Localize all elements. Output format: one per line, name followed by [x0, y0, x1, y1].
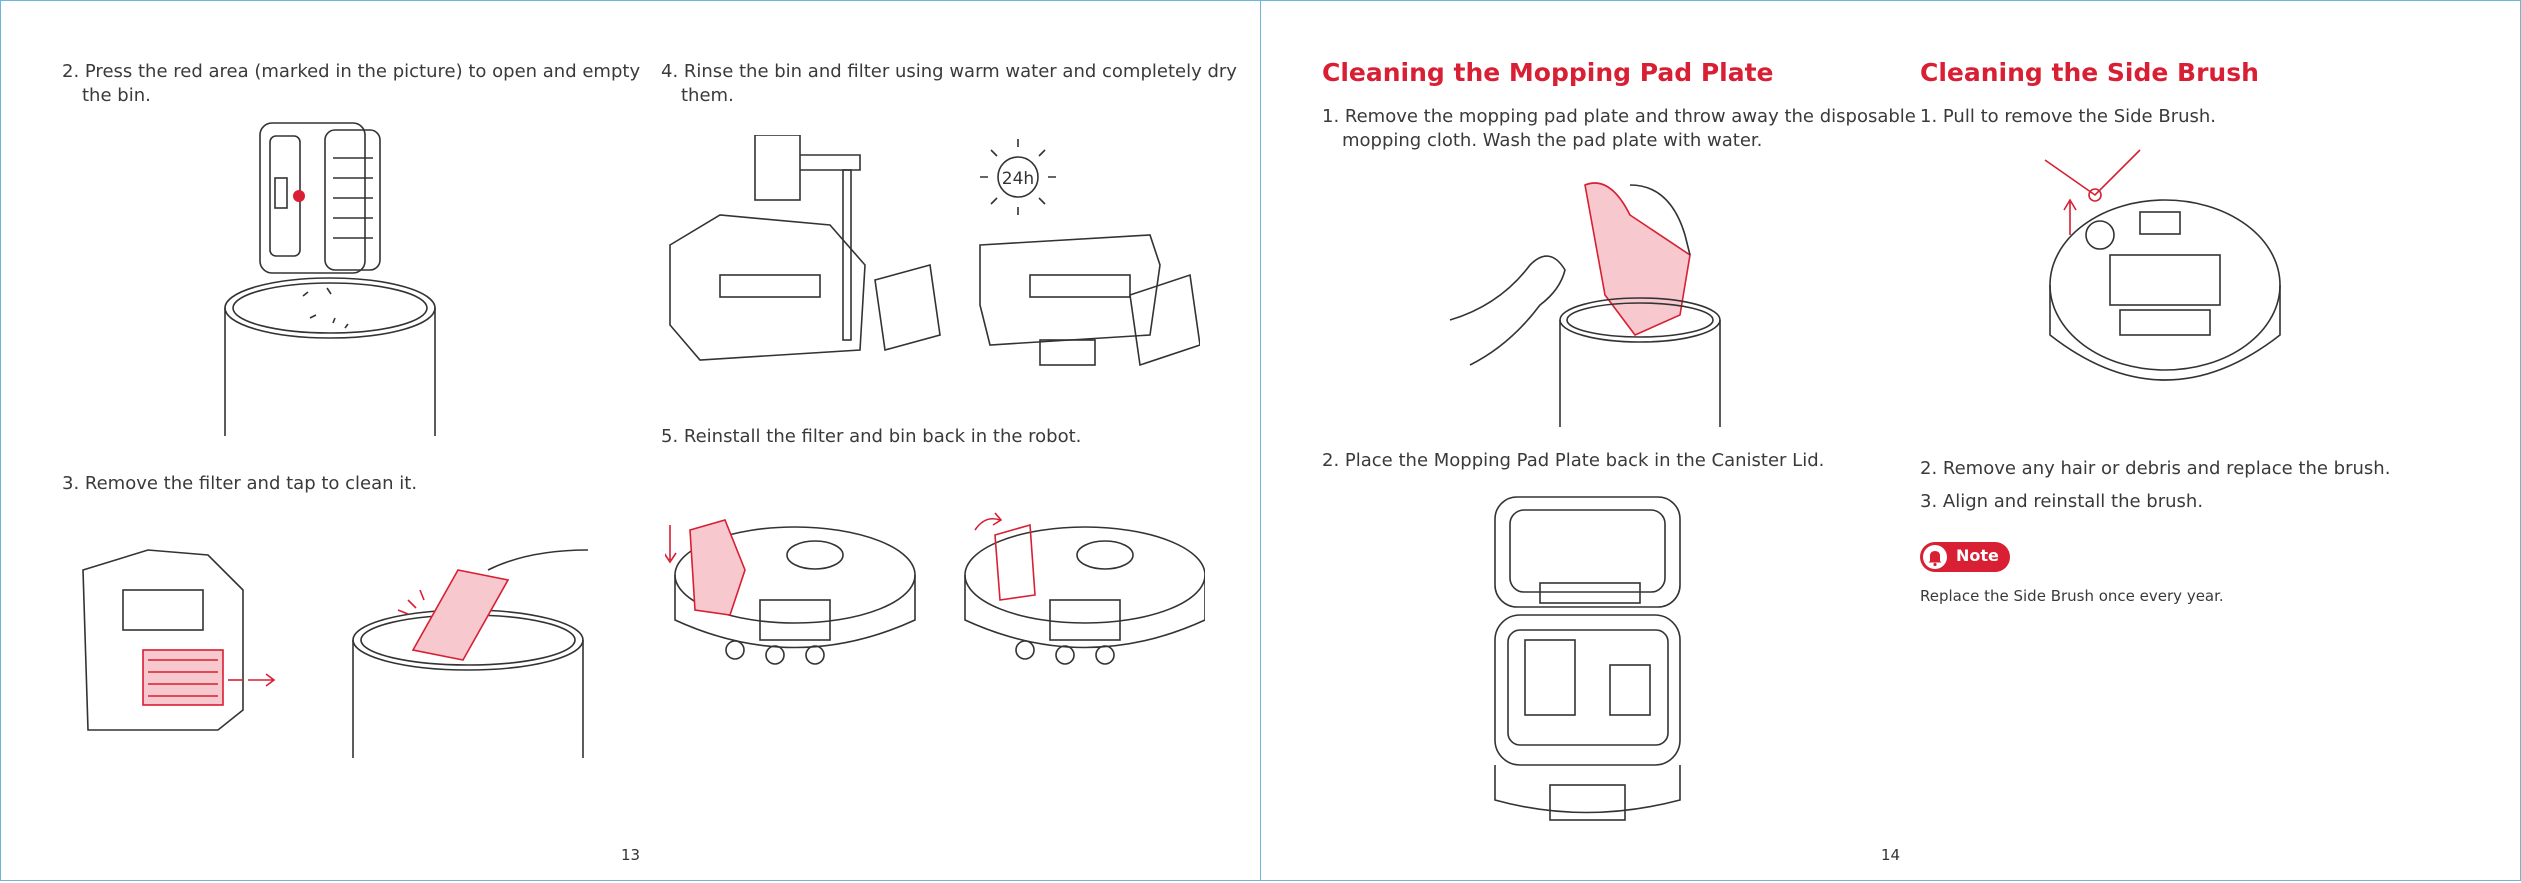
page-number-13: 13: [621, 846, 641, 864]
empty-bin-illustration: [224, 122, 436, 436]
brush-step1-text: 1. Pull to remove the Side Brush.: [1920, 106, 2217, 127]
rinse-illustration: 24h: [669, 135, 1200, 367]
remove-filter-illustration: [82, 549, 588, 758]
note-badge: Note: [1920, 542, 2010, 572]
24h-label: 24h: [1002, 169, 1034, 189]
brush-step2-text: 2. Remove any hair or debris and replace…: [1920, 458, 2391, 479]
side-brush-illustration: [2044, 149, 2281, 381]
mop-heading: Cleaning the Mopping Pad Plate: [1322, 58, 1774, 87]
mop-step1-line1: 1. Remove the mopping pad plate and thro…: [1322, 106, 1916, 127]
bell-icon: [1923, 545, 1947, 569]
step4-line1: 4. Rinse the bin and filter using warm w…: [661, 61, 1237, 82]
step3-text: 3. Remove the filter and tap to clean it…: [62, 473, 418, 494]
step2-line1: 2. Press the red area (marked in the pic…: [62, 61, 641, 82]
canister-lid-illustration: [1494, 496, 1681, 821]
step5-text: 5. Reinstall the filter and bin back in …: [661, 426, 1082, 447]
page-number-14: 14: [1881, 846, 1901, 864]
note-text: Replace the Side Brush once every year.: [1920, 587, 2224, 605]
step2-line2: the bin.: [82, 85, 151, 106]
page-13: [0, 0, 1261, 881]
step4-line2: them.: [681, 85, 734, 106]
mop-step1-line2: mopping cloth. Wash the pad plate with w…: [1342, 130, 1763, 151]
sun-clock-icon: 24h: [980, 139, 1056, 215]
note-label: Note: [1956, 546, 1999, 565]
brush-step3-text: 3. Align and reinstall the brush.: [1920, 491, 2204, 512]
mop-step2-text: 2. Place the Mopping Pad Plate back in t…: [1322, 450, 1825, 471]
mop-pad-illustration: [1449, 182, 1721, 427]
reinstall-illustration: [665, 512, 1205, 665]
brush-heading: Cleaning the Side Brush: [1920, 58, 2259, 87]
page-14: [1260, 0, 2521, 881]
